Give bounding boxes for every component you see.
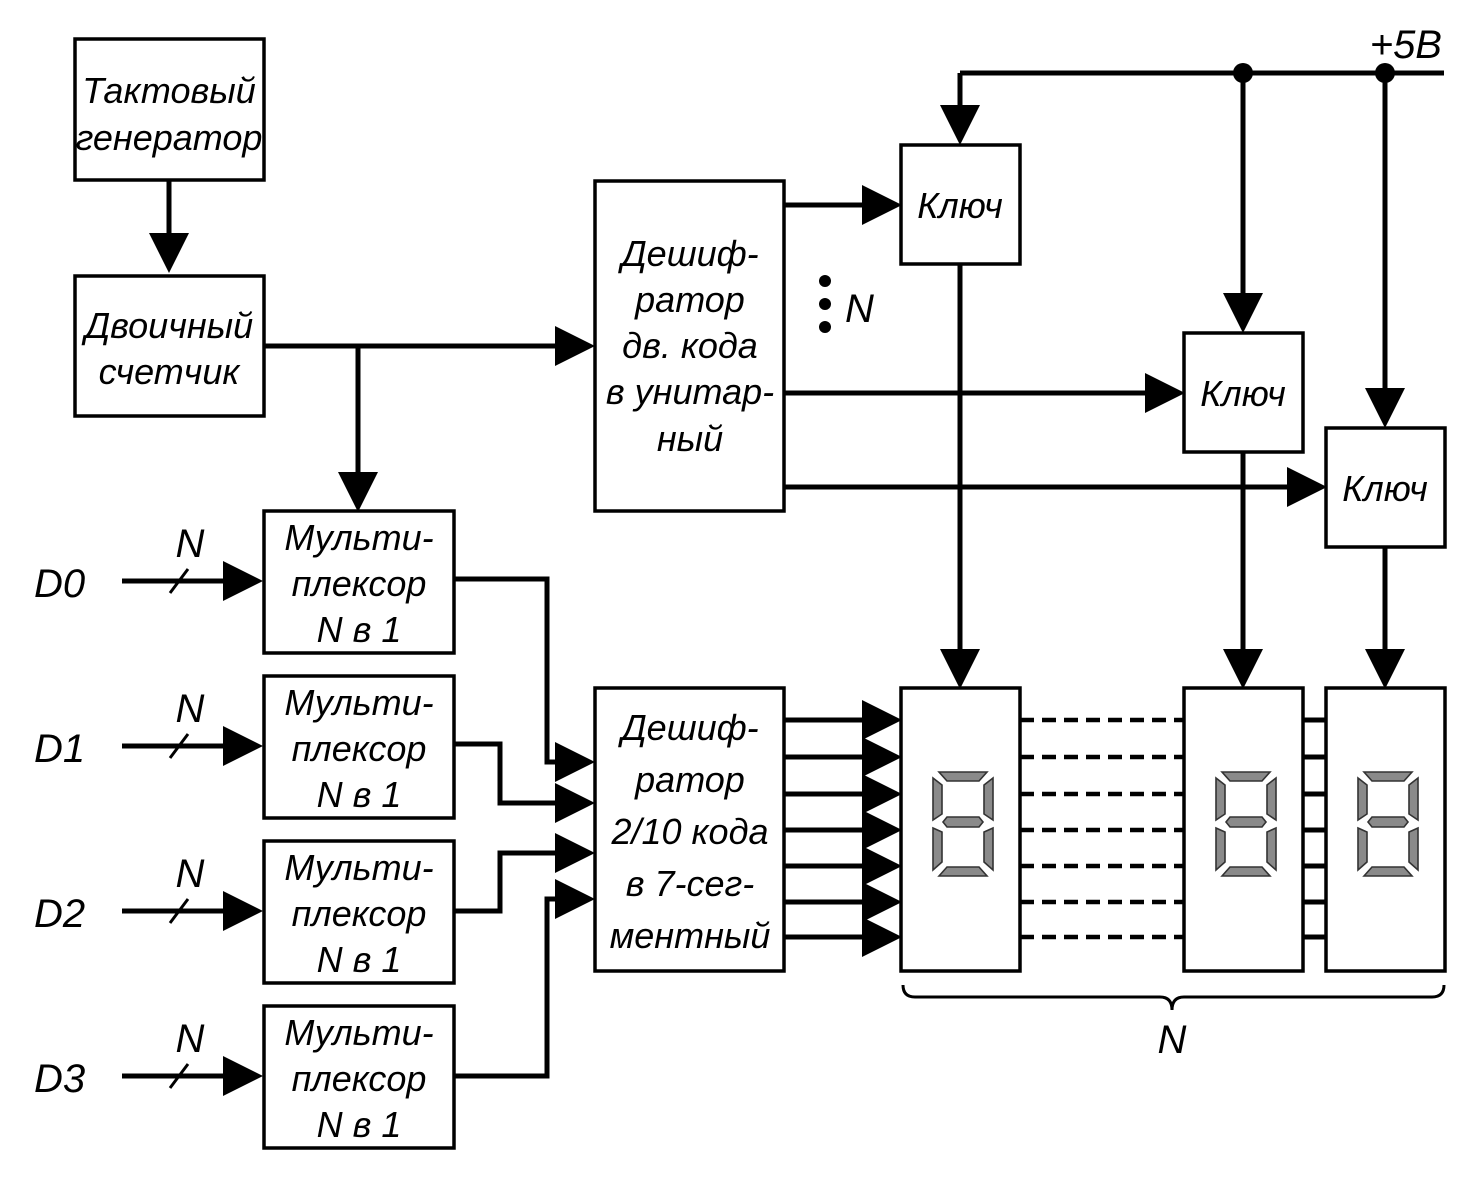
segment-g — [941, 816, 985, 828]
segment-c — [1266, 826, 1277, 872]
seg-decoder-block: Дешиф- ратор 2/10 кода в 7-сег- ментный — [593, 686, 786, 973]
bus-width-label-3: N — [176, 1017, 205, 1061]
seg-decoder-line-3: 2/10 кода — [610, 811, 768, 852]
segment-e — [1215, 826, 1226, 872]
mux-line-2: плексор — [292, 893, 427, 934]
unitary-decoder-line-1: Дешиф- — [617, 233, 758, 274]
bus-width-label-0: N — [176, 522, 205, 566]
switch-label: Ключ — [917, 185, 1003, 226]
seg-decoder-line-2: ратор — [634, 759, 745, 800]
segment-f — [1215, 776, 1226, 822]
unitary-decoder-line-4: в унитар- — [606, 371, 774, 412]
mux-line-3: N в 1 — [317, 774, 402, 815]
binary-counter-line-2: счетчик — [99, 351, 242, 392]
input-d3: D3 — [34, 1057, 85, 1101]
multiplexer-block-0: Мульти- плексор N в 1 — [262, 509, 456, 655]
mux-line-3: N в 1 — [317, 609, 402, 650]
unitary-decoder-line-3: дв. кода — [622, 325, 758, 366]
mux-line-1: Мульти- — [284, 847, 433, 888]
segment-b — [1266, 776, 1277, 822]
input-d2: D2 — [34, 892, 85, 936]
binary-counter-block: Двоичный счетчик — [73, 274, 266, 418]
mux-line-1: Мульти- — [284, 1012, 433, 1053]
seven-segment-digit — [1215, 771, 1277, 877]
seg-decoder-line-1: Дешиф- — [617, 707, 758, 748]
segment-b — [983, 776, 994, 822]
mux-line-2: плексор — [292, 563, 427, 604]
seven-segment-digit — [932, 771, 994, 877]
segment-g — [1366, 816, 1410, 828]
segment-a — [937, 771, 989, 782]
segment-e — [1357, 826, 1368, 872]
switch-block-1: Ключ — [899, 143, 1022, 266]
multiplexer-block-1: Мульти- плексор N в 1 — [262, 674, 456, 820]
mux-line-2: плексор — [292, 1058, 427, 1099]
multiplexer-block-2: Мульти- плексор N в 1 — [262, 839, 456, 985]
switch-label: Ключ — [1200, 373, 1286, 414]
clock-generator-line-2: генератор — [76, 117, 263, 158]
multiplexer-block-3: Мульти- плексор N в 1 — [262, 1004, 456, 1150]
display-2 — [1182, 686, 1305, 973]
supply-label: +5В — [1370, 23, 1442, 67]
segment-c — [1408, 826, 1419, 872]
bus-width-label-2: N — [176, 852, 205, 896]
clock-generator-block: Тактовый генератор — [73, 37, 266, 182]
input-d0: D0 — [34, 562, 85, 606]
binary-counter-line-1: Двоичный — [81, 305, 253, 346]
display-3 — [1324, 686, 1447, 973]
segment-f — [1357, 776, 1368, 822]
segment-d — [937, 866, 989, 877]
mux-line-1: Мульти- — [284, 517, 433, 558]
mux-line-1: Мульти- — [284, 682, 433, 723]
seven-segment-digit — [1357, 771, 1419, 877]
clock-generator-line-1: Тактовый — [82, 70, 256, 111]
segment-g — [1224, 816, 1268, 828]
brace-label: N — [1158, 1018, 1187, 1062]
seg-decoder-line-4: в 7-сег- — [626, 863, 755, 904]
wires — [122, 63, 1446, 1096]
input-d1: D1 — [34, 727, 85, 771]
segment-f — [932, 776, 943, 822]
switch-label: Ключ — [1342, 468, 1428, 509]
segment-d — [1220, 866, 1272, 877]
display-1 — [899, 686, 1022, 973]
seg-decoder-line-5: ментный — [610, 915, 771, 956]
segment-a — [1220, 771, 1272, 782]
mux-line-2: плексор — [292, 728, 427, 769]
unitary-decoder-line-5: ный — [657, 418, 723, 459]
unitary-decoder-line-2: ратор — [634, 279, 745, 320]
segment-e — [932, 826, 943, 872]
mux-line-3: N в 1 — [317, 1104, 402, 1145]
segment-c — [983, 826, 994, 872]
count-label: N — [845, 287, 874, 331]
segment-d — [1362, 866, 1414, 877]
segment-a — [1362, 771, 1414, 782]
segment-b — [1408, 776, 1419, 822]
switch-block-3: Ключ — [1324, 426, 1447, 549]
unitary-decoder-block: Дешиф- ратор дв. кода в унитар- ный — [593, 179, 786, 513]
bus-width-label-1: N — [176, 687, 205, 731]
switch-block-2: Ключ — [1182, 331, 1305, 454]
mux-line-3: N в 1 — [317, 939, 402, 980]
